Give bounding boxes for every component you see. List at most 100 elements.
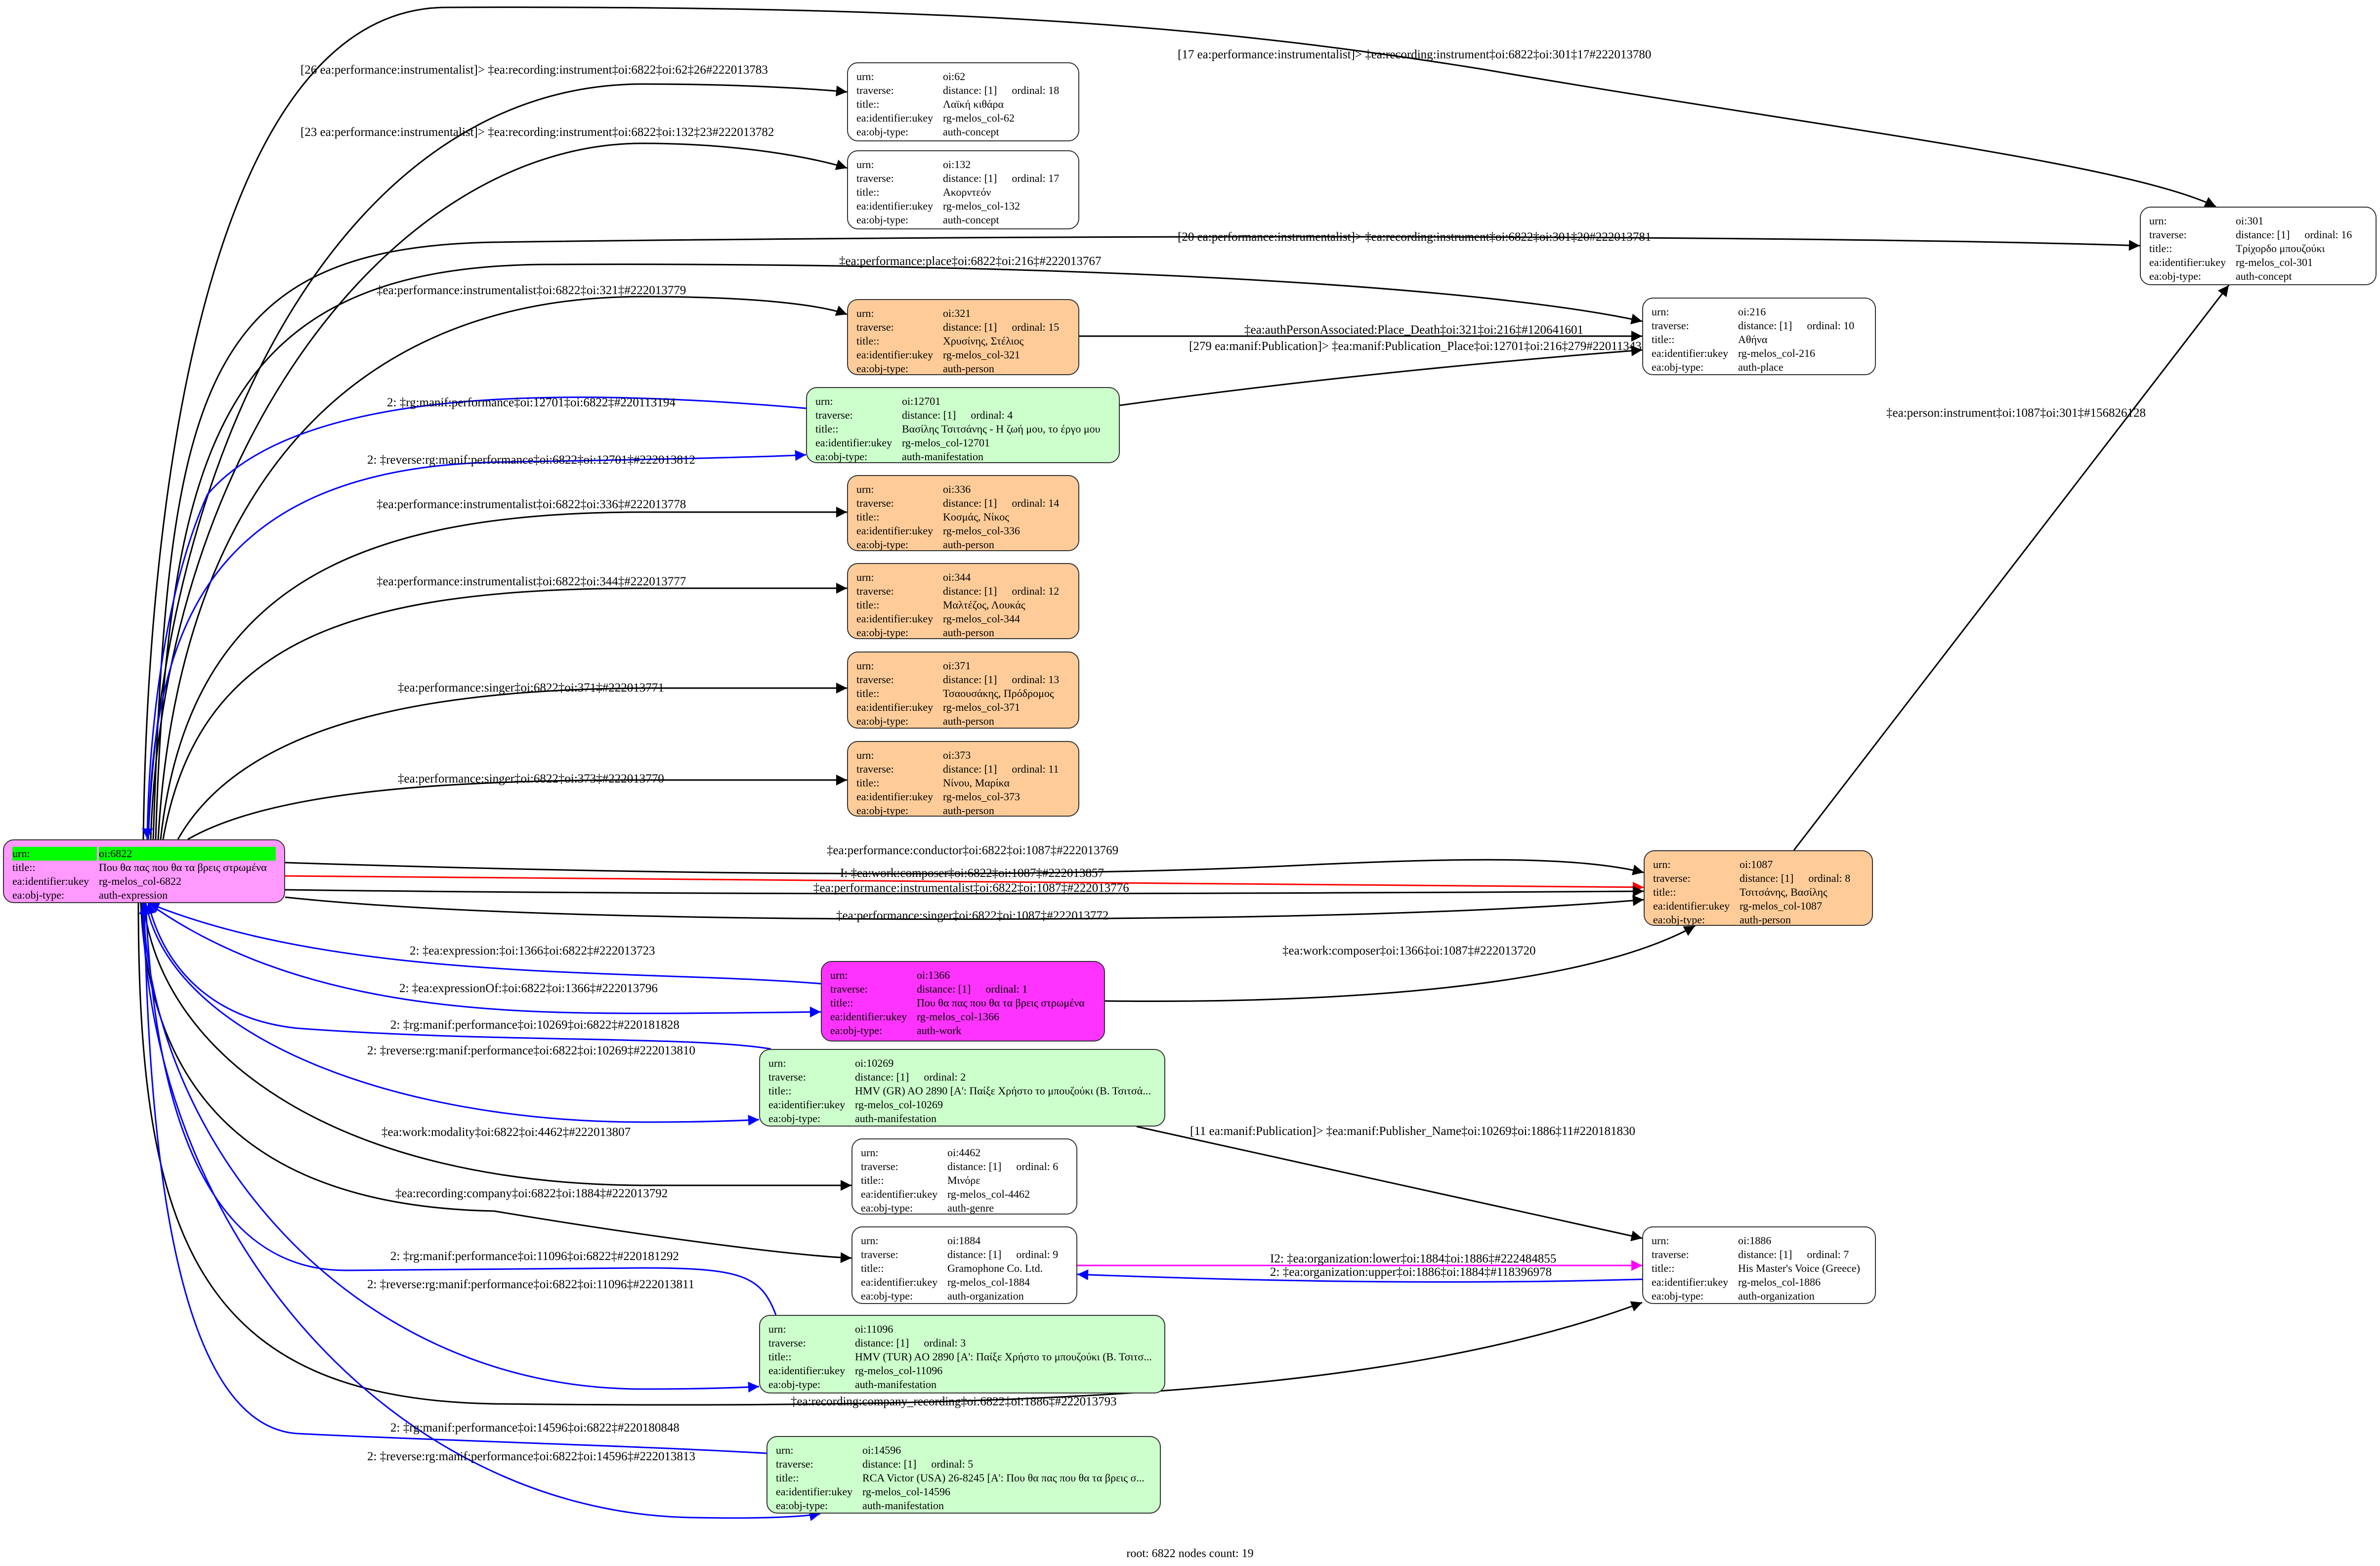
row-value: rg-melos_col-62 [943,112,1015,124]
row-label: traverse: [861,1160,898,1173]
node-row-type: ea:obj-type:auth-manifestation [768,1112,1156,1126]
node-row-urn: urn:oi:371 [856,659,1070,673]
row-label: ea:identifier:ukey [815,436,892,449]
node-row-title: title::Gramophone Co. Ltd. [861,1262,1068,1275]
row-value: oi:132 [943,158,971,171]
distance-value: distance: [1] [855,1337,909,1349]
row-label: urn: [856,307,874,319]
row-value: oi:6822 [99,847,276,861]
row-value: distance: [1]ordinal: 18 [943,84,1070,97]
row-label: ea:identifier:ukey [856,790,934,803]
row-label: traverse: [856,585,894,597]
row-label: ea:identifier:ukey [1652,1276,1729,1288]
node-row-type: ea:obj-type:auth-person [856,714,1070,728]
edge [285,859,1644,875]
edge-label: ‡ea:work:modality‡oi:6822‡oi:4462‡#22201… [382,1126,631,1139]
row-value: auth-person [943,538,994,551]
row-value: oi:14596 [862,1444,901,1456]
node-row-type: ea:obj-type:auth-genre [861,1201,1068,1214]
row-value: rg-melos_col-132 [943,200,1020,212]
ordinal-value: ordinal: 17 [1012,172,1060,184]
row-value: rg-melos_col-371 [943,701,1020,713]
node-row-type: ea:obj-type:auth-organization [1652,1289,1867,1303]
node-row-type: ea:obj-type:auth-manifestation [815,450,1110,463]
edge-label: 2: ‡reverse:rg:manif:performance‡oi:6822… [367,453,695,467]
row-value: Νίνου, Μαρίκα [943,777,1010,789]
row-label: title:: [830,997,853,1009]
row-label: title:: [856,687,880,699]
edge [162,583,847,840]
row-value: Τσιτσάνης, Βασίλης [1740,886,1828,898]
row-value: auth-expression [99,889,168,901]
row-label: title:: [768,1085,792,1097]
row-label: ea:identifier:ukey [856,701,934,713]
row-value: auth-manifestation [902,450,983,463]
row-label: ea:identifier:ukey [856,524,934,537]
ordinal-value: ordinal: 11 [1012,763,1059,775]
graph-footer: root: 6822 nodes count: 19 [1126,1547,1254,1560]
row-value: auth-manifestation [855,1378,936,1391]
node-row-title: title::Αθήνα [1652,333,1867,347]
row-label: traverse: [1653,872,1691,884]
edge [1793,285,2230,851]
row-value: oi:344 [943,571,971,583]
row-value: HMV (GR) AO 2890 [A': Παίξε Χρήστο το μπ… [855,1085,1151,1097]
node-row-urn: urn:oi:1886 [1652,1234,1867,1248]
node-row-urn: urn:oi:62 [856,70,1070,84]
node-row-title: title::HMV (TUR) AO 2890 [A': Παίξε Χρήσ… [768,1350,1156,1364]
node-row-urn: urn:oi:336 [856,482,1070,496]
row-label: urn: [861,1234,879,1247]
node-row-type: ea:obj-type:auth-person [856,362,1070,374]
ordinal-value: ordinal: 10 [1807,319,1855,332]
distance-value: distance: [1] [902,409,956,421]
distance-value: distance: [1] [855,1071,909,1083]
row-value: auth-person [943,626,994,639]
edge-label: ‡ea:recording:company‡oi:6822‡oi:1884‡#2… [395,1187,668,1200]
row-label: traverse: [856,763,894,775]
row-value: oi:1886 [1738,1234,1772,1247]
node-row-type: ea:obj-type:auth-place [1652,360,1867,374]
row-value: auth-person [1740,914,1791,926]
edge-label: 2: ‡reverse:rg:manif:performance‡oi:6822… [367,1450,695,1463]
edge [147,450,807,840]
row-value: rg-melos_col-1886 [1738,1276,1821,1288]
edge-label: ‡ea:performance:instrumentalist‡oi:6822‡… [377,575,686,588]
edge-label: ‡ea:person:instrument‡oi:1087‡oi:301‡#15… [1886,406,2146,420]
node-row-traverse: traverse:distance: [1]ordinal: 3 [768,1336,1156,1350]
row-value: auth-person [943,715,994,727]
row-label: title:: [12,861,36,873]
row-label: ea:obj-type: [1653,914,1705,926]
row-value: Μινόρε [947,1174,980,1186]
edge [145,903,771,1050]
edge [145,903,760,1126]
row-label: traverse: [1652,319,1689,332]
row-value: HMV (TUR) AO 2890 [A': Παίξε Χρήστο το μ… [855,1350,1152,1363]
row-label: traverse: [768,1337,806,1349]
ordinal-value: ordinal: 16 [2304,228,2352,241]
row-label: traverse: [856,84,894,96]
node-row-type: ea:obj-type:auth-organization [861,1289,1068,1303]
row-label: urn: [856,749,874,761]
distance-value: distance: [1] [917,983,971,995]
